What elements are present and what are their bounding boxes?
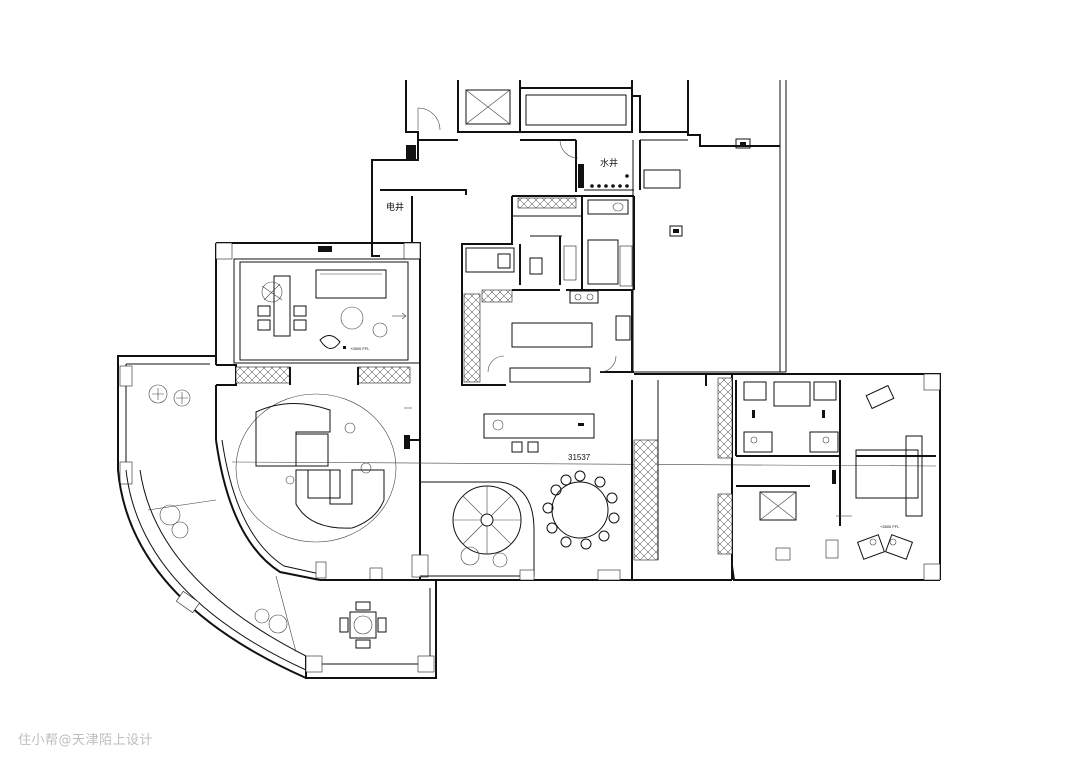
study-room	[215, 242, 421, 372]
elevation-label-bedroom: +2800 FFL	[880, 524, 900, 529]
terrace-outline	[632, 80, 787, 373]
label-water-shaft: 水井	[600, 157, 618, 168]
partition-hatches	[216, 364, 411, 386]
label-electric-shaft: 电井	[386, 201, 404, 212]
curved-terrace	[117, 355, 437, 679]
central-area	[231, 380, 937, 581]
watermark: 住小帮@天津陌上设计	[18, 733, 154, 748]
master-suite	[634, 373, 941, 581]
elevation-label-study: +2800 FFL	[350, 346, 370, 351]
service-rooms	[461, 195, 635, 290]
water-shaft-dots	[590, 174, 629, 188]
reception-room	[215, 372, 440, 581]
kitchen	[461, 289, 634, 386]
dimension-label: 31537	[568, 453, 591, 462]
elevator-core	[457, 80, 688, 133]
upper-corridor	[371, 80, 688, 257]
